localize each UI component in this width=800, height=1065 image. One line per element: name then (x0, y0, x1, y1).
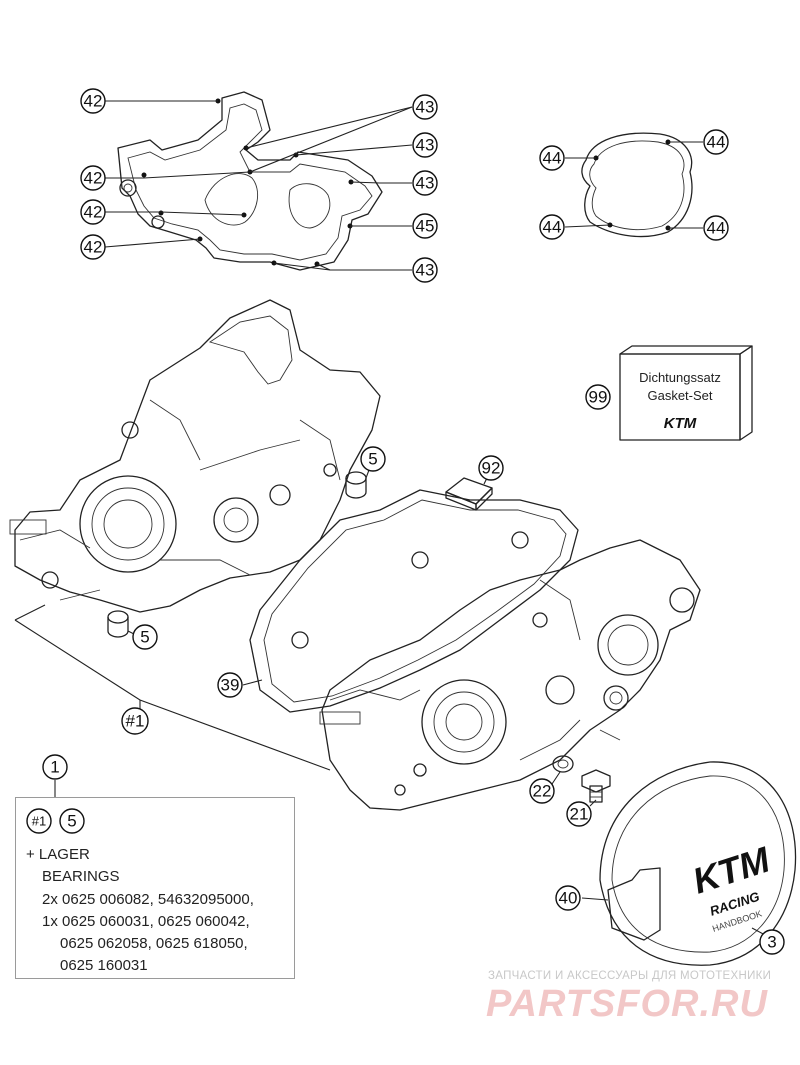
svg-text:42: 42 (84, 92, 103, 111)
callout-22: 22 (529, 778, 555, 804)
legend-ref-part: 5 (67, 812, 76, 831)
callout-43-c: 43 (412, 170, 438, 196)
legend-references: #1 5 (26, 808, 85, 834)
callout-45: 45 (412, 213, 438, 239)
callout-40: 40 (555, 885, 581, 911)
svg-text:42: 42 (84, 238, 103, 257)
legend-lager: + LAGER (26, 846, 90, 863)
svg-text:92: 92 (482, 459, 501, 478)
callout-43-b: 43 (412, 132, 438, 158)
callout-92: 92 (478, 455, 504, 481)
svg-text:43: 43 (416, 136, 435, 155)
gasket-set-label-de: Dichtungssatz (639, 370, 721, 385)
callout-44-a: 44 (539, 145, 565, 171)
svg-text:44: 44 (707, 133, 726, 152)
legend-partnumbers-4: 0625 160031 (60, 957, 148, 974)
plug-screw-drawing (581, 769, 611, 803)
callout-5-lower: 5 (132, 624, 158, 650)
legend-bearings: BEARINGS (42, 868, 120, 885)
svg-text:43: 43 (416, 261, 435, 280)
callout-99: 99 (585, 384, 611, 410)
svg-text:1: 1 (50, 758, 59, 777)
svg-text:99: 99 (589, 388, 608, 407)
svg-text:39: 39 (221, 676, 240, 695)
callout-42-d: 42 (80, 234, 106, 260)
bearing-legend-box: #1 5 + LAGER BEARINGS 2x 0625 006082, 54… (15, 797, 295, 979)
svg-text:3: 3 (767, 933, 776, 952)
legend-partnumbers-2: 1x 0625 060031, 0625 060042, (42, 913, 250, 930)
crankcase-gasket-drawing (117, 91, 383, 271)
svg-text:21: 21 (570, 805, 589, 824)
svg-text:40: 40 (559, 889, 578, 908)
leader-lines-top-left (104, 100, 413, 271)
callout-42-c: 42 (80, 199, 106, 225)
legend-ref-assembly: #1 (32, 814, 46, 829)
ktm-logo-small: KTM (664, 415, 697, 432)
callout-5-upper: 5 (360, 446, 386, 472)
callout-assembly-1: #1 (121, 707, 149, 735)
svg-text:22: 22 (533, 782, 552, 801)
callout-21: 21 (566, 801, 592, 827)
gasket-set-label-en: Gasket-Set (647, 388, 712, 403)
assembly-bracket-lines (14, 604, 331, 771)
callout-3: 3 (759, 929, 785, 955)
callout-labels: 42 42 42 42 43 43 43 45 43 44 44 44 44 9… (42, 88, 785, 955)
callout-44-c: 44 (539, 214, 565, 240)
callout-43-a: 43 (412, 94, 438, 120)
right-crankcase-half-drawing (319, 539, 701, 811)
ktm-logo-cover: KTM (688, 838, 776, 901)
callout-39: 39 (217, 672, 243, 698)
legend-partnumbers-3: 0625 062058, 0625 618050, (60, 935, 248, 952)
watermark-tagline: ЗАПЧАСТИ И АКСЕССУАРЫ ДЛЯ МОТОТЕХНИКИ (488, 970, 772, 982)
gasket-set-box: Dichtungssatz Gasket-Set KTM (619, 345, 753, 441)
svg-text:43: 43 (416, 98, 435, 117)
svg-text:43: 43 (416, 174, 435, 193)
callout-44-b: 44 (703, 129, 729, 155)
left-crankcase-half-drawing (9, 299, 381, 613)
svg-text:45: 45 (416, 217, 435, 236)
callout-42-b: 42 (80, 165, 106, 191)
svg-text:44: 44 (543, 149, 562, 168)
ignition-cover-gasket-drawing (581, 132, 693, 238)
svg-text:44: 44 (707, 219, 726, 238)
svg-text:42: 42 (84, 169, 103, 188)
legend-partnumbers-1: 2x 0625 006082, 54632095000, (42, 891, 254, 908)
sealing-washer-drawing (552, 755, 574, 773)
callout-43-d: 43 (412, 257, 438, 283)
svg-text:5: 5 (140, 628, 149, 647)
svg-text:42: 42 (84, 203, 103, 222)
bearing-upper-drawing (345, 471, 367, 499)
callout-1: 1 (42, 754, 68, 780)
leader-lines-top-right (564, 141, 703, 229)
svg-text:5: 5 (368, 450, 377, 469)
svg-text:#1: #1 (126, 712, 145, 731)
callout-44-d: 44 (703, 215, 729, 241)
center-case-gasket-drawing (249, 489, 579, 713)
callout-42-a: 42 (80, 88, 106, 114)
watermark-logo: PARTSFOR.RU (486, 983, 768, 1025)
svg-text:44: 44 (543, 218, 562, 237)
bearing-lower-drawing (107, 610, 129, 638)
